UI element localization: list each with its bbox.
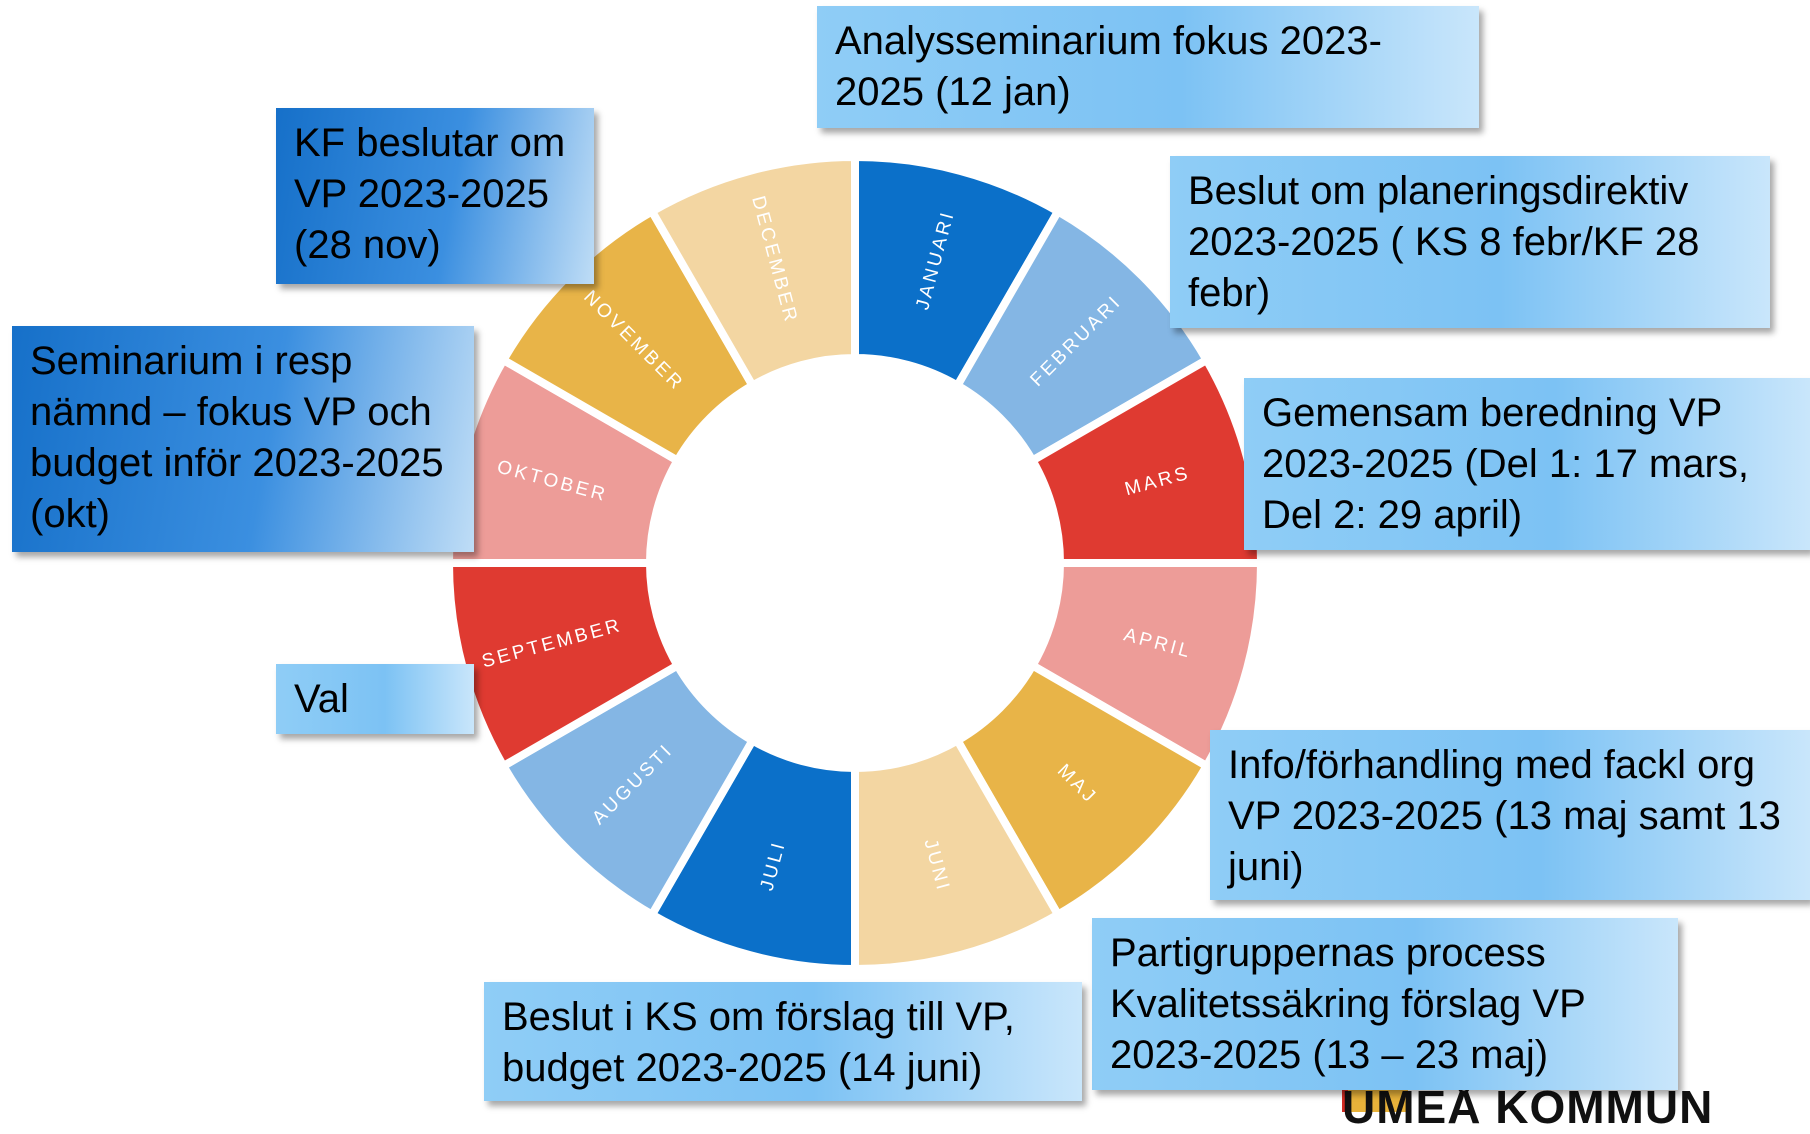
year-wheel: JANUARIFEBRUARIMARSAPRILMAJJUNIJULIAUGUS…: [444, 152, 1261, 974]
segment-december: [646, 152, 859, 391]
segment-maj: [952, 660, 1213, 921]
callout-kf-beslutar: KF beslutar om VP 2023-2025 (28 nov): [276, 108, 594, 284]
segment-augusti: [497, 660, 758, 921]
segment-januari: [851, 152, 1064, 391]
callout-partigruppernas: Partigruppernas process Kvalitetssäkring…: [1092, 918, 1678, 1090]
callout-analysseminarium: Analysseminarium fokus 2023-2025 (12 jan…: [817, 6, 1479, 128]
segment-februari: [952, 205, 1213, 466]
callout-gemensam-beredning: Gemensam beredning VP 2023-2025 (Del 1: …: [1244, 378, 1810, 550]
callout-planeringsdirektiv: Beslut om planeringsdirektiv 2023-2025 (…: [1170, 156, 1770, 328]
segment-juni: [851, 735, 1064, 974]
segment-november: [497, 205, 758, 466]
callout-seminarium-namnd: Seminarium i resp nämnd – fokus VP och b…: [12, 326, 474, 552]
callout-info-forhandling: Info/förhandling med fackl org VP 2023-2…: [1210, 730, 1810, 900]
callout-val: Val: [276, 664, 474, 734]
callout-beslut-ks: Beslut i KS om förslag till VP, budget 2…: [484, 982, 1082, 1101]
segment-juli: [646, 735, 859, 974]
segment-september: [444, 559, 683, 772]
